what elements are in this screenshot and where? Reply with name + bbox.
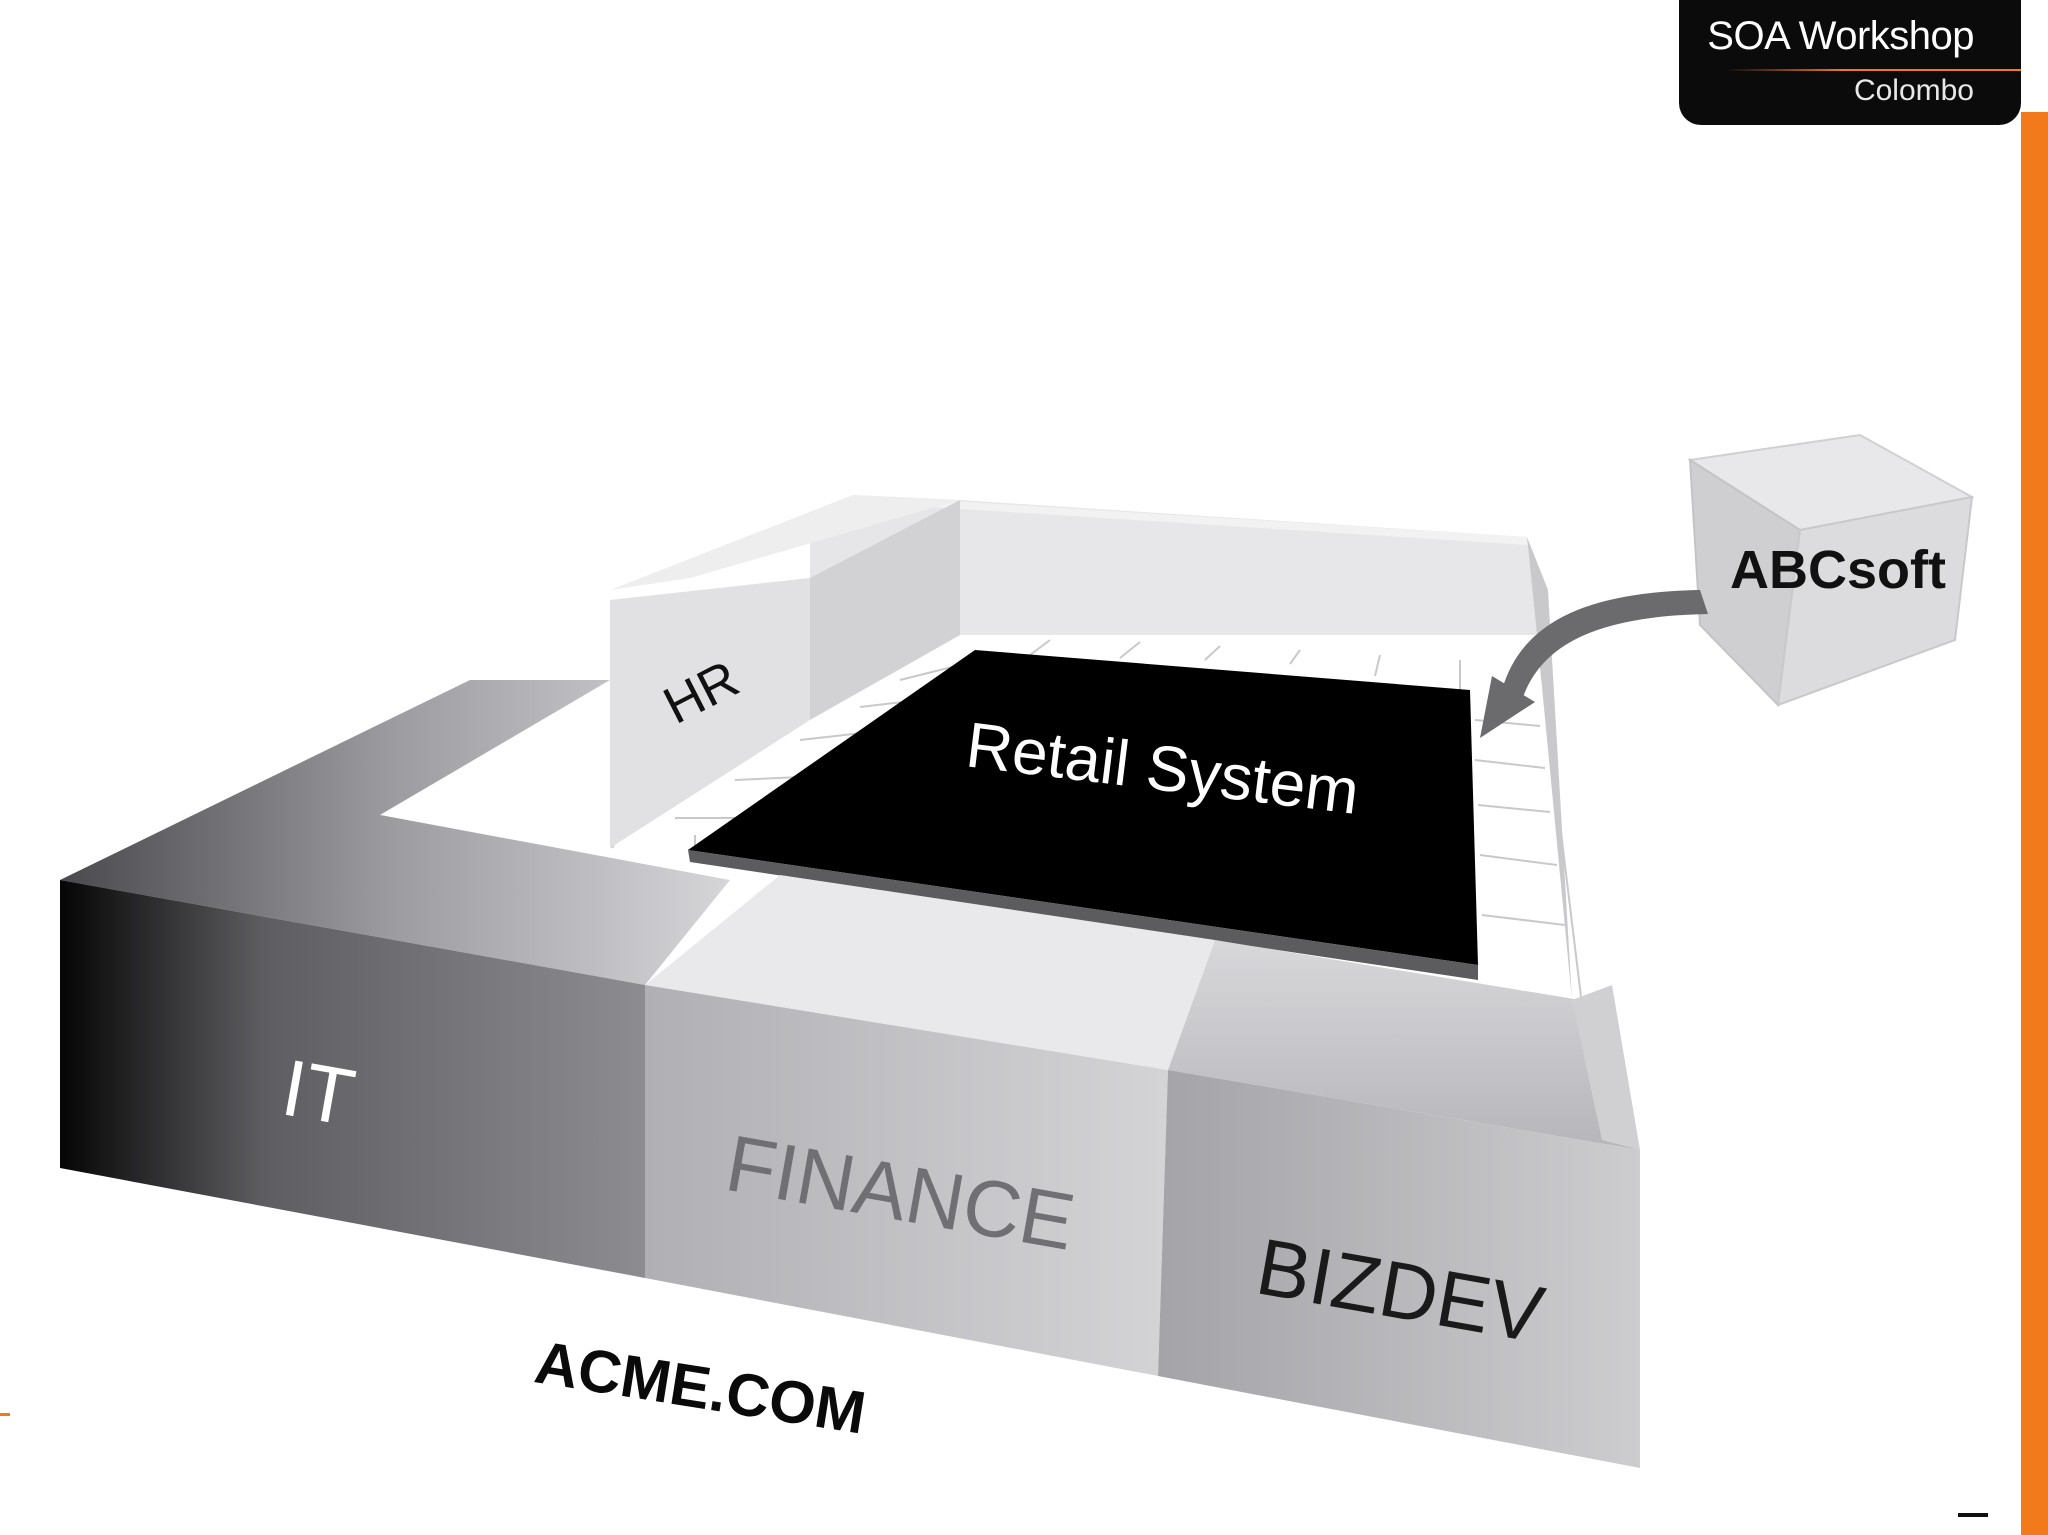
workshop-location: Colombo (1853, 74, 1974, 107)
hr-front (610, 578, 810, 848)
header-badge: SOA Workshop Colombo (1679, 0, 2021, 125)
finance-top (645, 875, 1215, 1070)
finance-front (645, 985, 1168, 1376)
retail-system-plate (688, 650, 1478, 965)
curved-arrow-icon (1480, 590, 1708, 738)
organization-label: ACME.COM (531, 1328, 871, 1446)
header-divider (1725, 69, 2021, 71)
right-wall-top (1572, 985, 1640, 1150)
accent-tick (0, 1413, 10, 1416)
cube-icon (1687, 433, 1975, 708)
it-front (60, 880, 645, 1278)
page-marker (1958, 1513, 1988, 1517)
workshop-title: SOA Workshop (1707, 14, 1974, 58)
accent-bar (2021, 112, 2048, 1535)
bizdev-top (1168, 940, 1640, 1150)
it-label: IT (276, 1043, 361, 1143)
bizdev-front (1158, 1070, 1640, 1468)
hr-side (810, 500, 960, 720)
hr-top (610, 495, 960, 590)
vendor-label: ABCsoft (1730, 540, 1946, 600)
it-top (60, 680, 730, 985)
retail-system-edge (688, 850, 1478, 980)
back-wall-top (853, 495, 1527, 545)
